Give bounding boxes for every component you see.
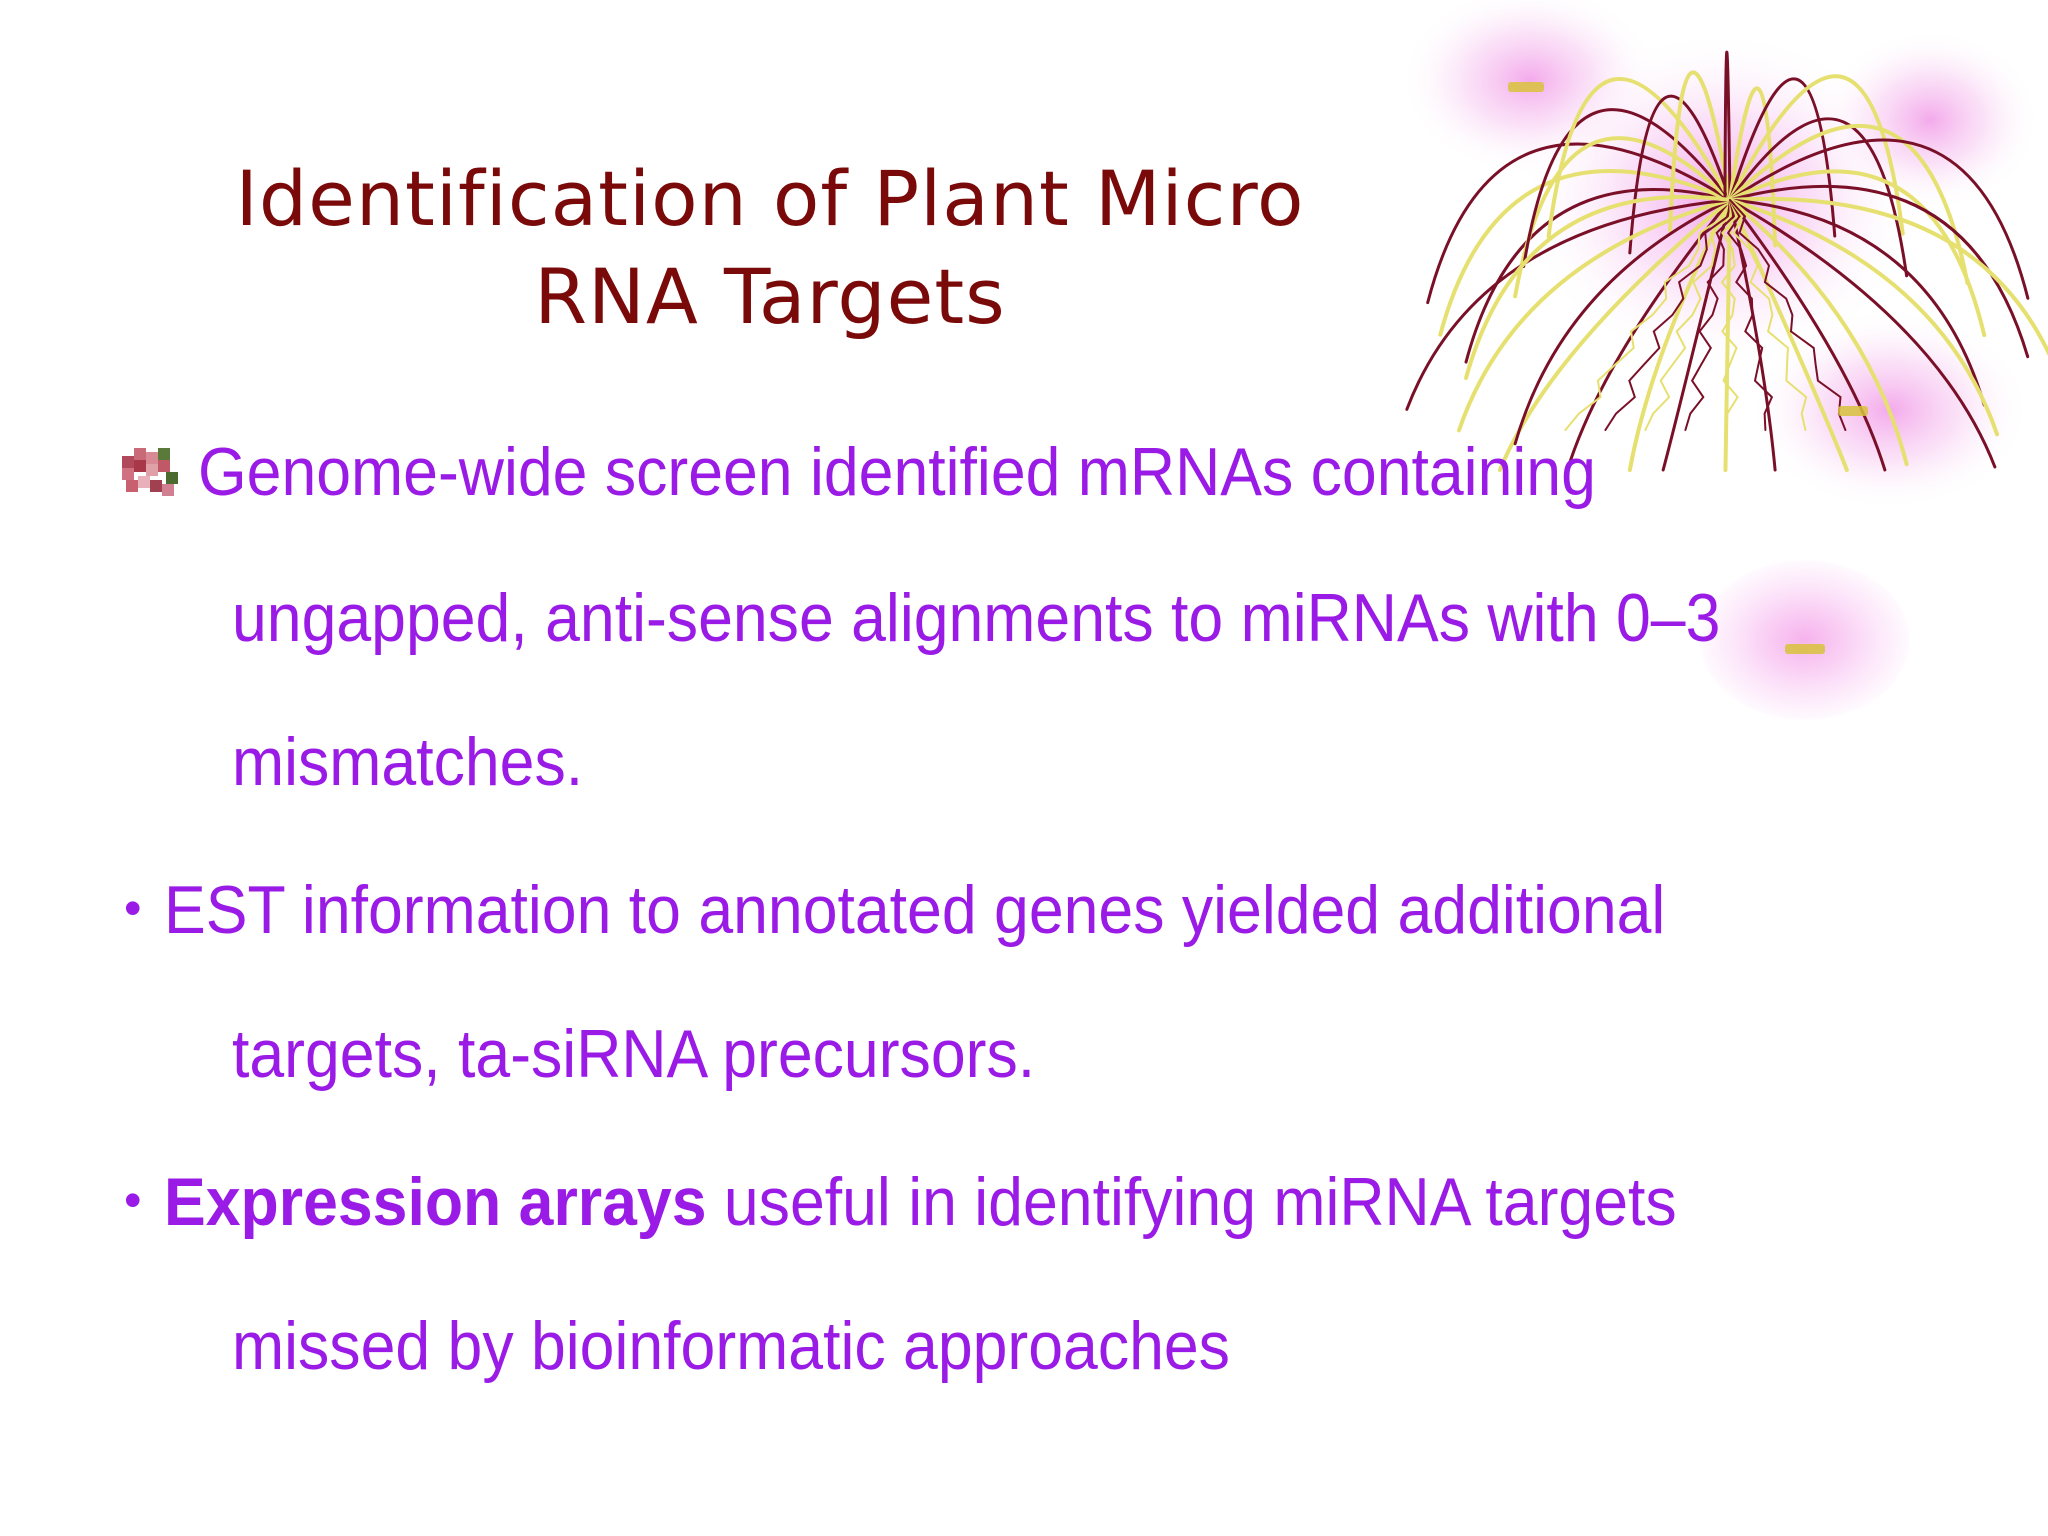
firework-ray — [1728, 198, 1986, 407]
firework-ray — [1661, 198, 1732, 472]
bullet-3-marker: • — [124, 1172, 142, 1228]
bullet-1-line-2: ungapped, anti-sense alignments to miRNA… — [232, 580, 1721, 656]
bullet-3-line-1-rest: useful in identifying miRNA targets — [706, 1164, 1677, 1240]
firework-squiggle — [1564, 199, 1731, 431]
firework-ray — [1546, 77, 1732, 239]
firework-flower-icon — [1400, 0, 2048, 510]
firework-ray — [1728, 198, 2000, 437]
bullet-2-line-1: EST information to annotated genes yield… — [164, 872, 1666, 948]
bullet-1-line-3: mismatches. — [232, 724, 584, 800]
firework-squiggle — [1726, 199, 1774, 431]
bullet-1-line-1: Genome-wide screen identified mRNAs cont… — [198, 434, 1596, 510]
firework-ray — [1728, 198, 1909, 467]
firework-squiggle — [1729, 199, 1847, 431]
firework-ray — [1728, 169, 1987, 338]
glow-dash-decoration — [1785, 644, 1825, 654]
firework-ray — [1728, 198, 1849, 472]
firework-ray — [1627, 198, 1732, 472]
firework-ray — [1728, 196, 2048, 357]
firework-ray — [1456, 198, 1732, 433]
bullet-3-line-2: missed by bioinformatic approaches — [232, 1308, 1230, 1384]
bullet-2-marker: • — [124, 880, 142, 936]
firework-ray — [1728, 124, 1970, 286]
firework-ray — [1628, 94, 1732, 255]
firework-ray — [1723, 198, 1732, 472]
firework-squiggle — [1604, 199, 1731, 431]
bullet-2-line-2: targets, ta-siRNA precursors. — [232, 1016, 1036, 1092]
pink-glow-decoration — [1700, 560, 1910, 720]
firework-ray — [1728, 74, 1905, 236]
firework-ray — [1728, 198, 1887, 472]
firework-squiggle — [1684, 199, 1735, 431]
bullet-3-line-1: Expression arrays useful in identifying … — [164, 1162, 1677, 1242]
firework-ray — [1522, 108, 1732, 269]
firework-ray — [1668, 70, 1732, 232]
firework-ray — [1728, 198, 1997, 469]
firework-squiggle — [1729, 199, 1808, 431]
firework-ray — [1723, 50, 1732, 213]
slide-title: Identification of Plant Micro RNA Target… — [180, 150, 1360, 346]
title-line-1: Identification of Plant Micro — [235, 154, 1305, 243]
firework-ray — [1728, 86, 1778, 248]
firework-ray — [1464, 188, 1732, 364]
firework-squiggle — [1644, 199, 1732, 431]
firework-ray — [1513, 198, 1732, 446]
firework-ray — [1728, 184, 2030, 359]
firework-ray — [1426, 142, 1732, 305]
title-line-2: RNA Targets — [534, 252, 1006, 341]
firework-ray — [1728, 138, 2030, 300]
firework-ray — [1464, 194, 1732, 380]
pixel-flower-bullet-icon — [122, 448, 178, 496]
firework-ray — [1728, 77, 1837, 238]
firework-ray — [1728, 117, 1909, 278]
firework-ray — [1728, 198, 1777, 472]
bullet-3-bold-term: Expression arrays — [164, 1164, 707, 1240]
firework-squiggle — [1720, 199, 1739, 431]
